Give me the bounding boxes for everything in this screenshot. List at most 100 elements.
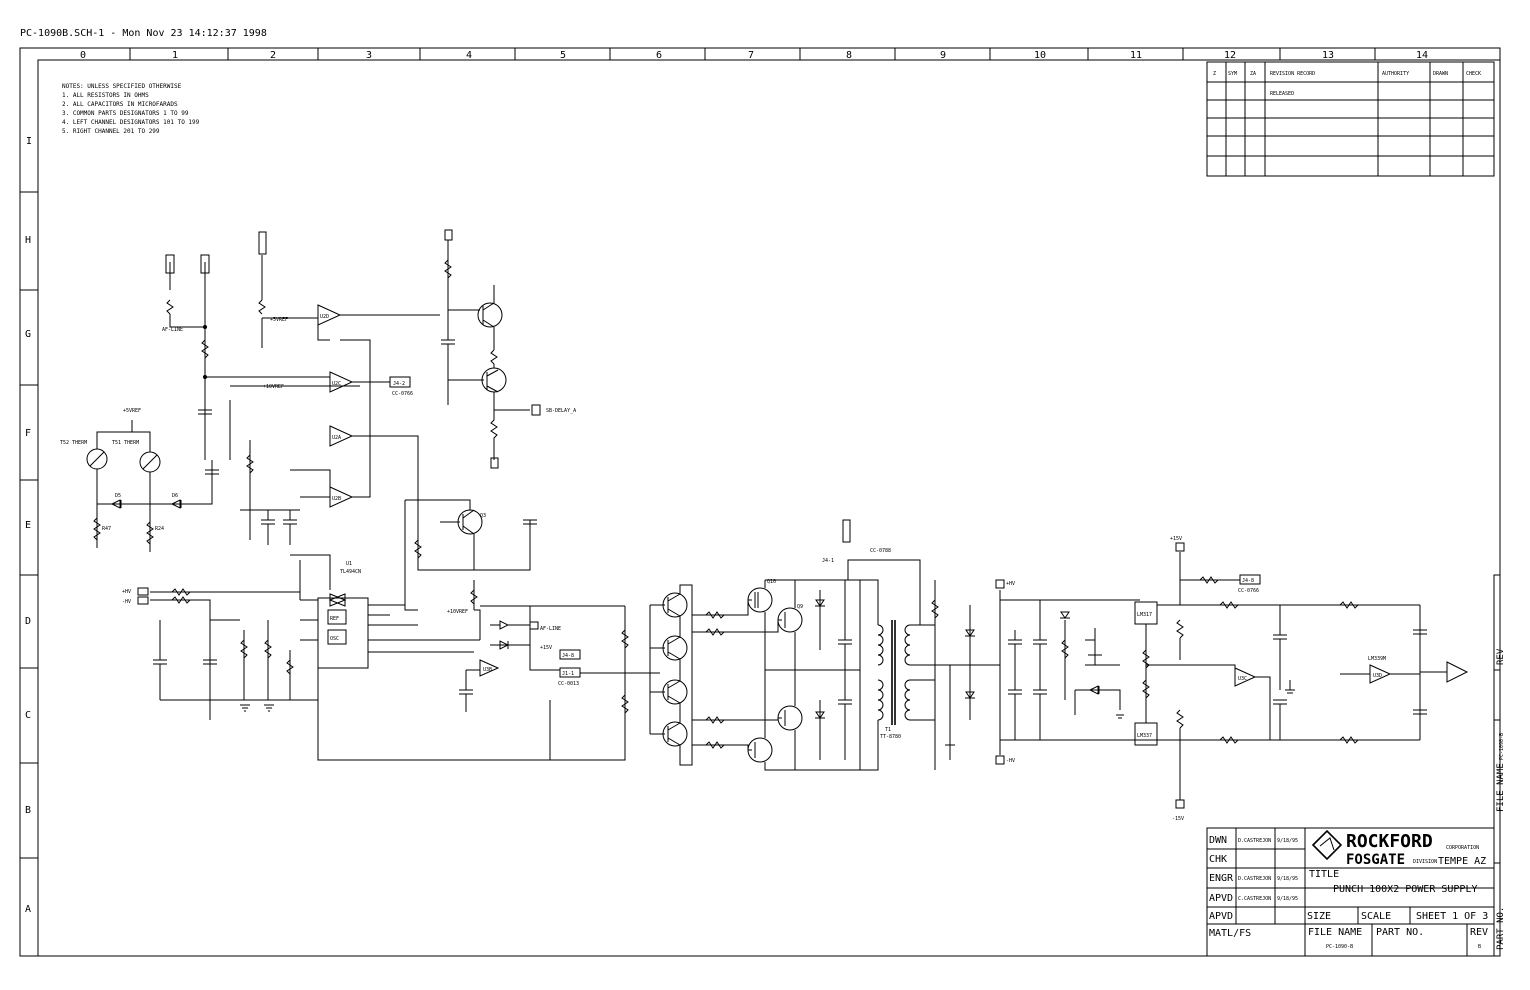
column-label: 13: [1322, 50, 1334, 61]
file-name-label: FILE NAME: [1308, 927, 1362, 938]
rev-entry: RELEASED: [1270, 91, 1294, 97]
company-corporation: CORPORATION: [1446, 845, 1479, 851]
schematic-wiring: T52 THERM T51 THERM R47 R24 D5 D6 +5VREF…: [60, 229, 1469, 822]
label-d6: D6: [172, 493, 178, 499]
transformer-t1: T1 TT-8780: [877, 620, 911, 740]
size-label: SIZE: [1307, 911, 1331, 922]
column-label: 7: [748, 50, 754, 61]
label-t52: T52 THERM: [60, 440, 87, 446]
label-10vref-2: +10VREF: [447, 609, 468, 615]
dwn-date: 9/18/95: [1277, 838, 1298, 844]
label-cc-0788: CC-0788: [870, 548, 891, 554]
row-label: I: [26, 136, 32, 147]
rev-header: Z: [1213, 71, 1216, 77]
notes-block: NOTES: UNLESS SPECIFIED OTHERWISE 1. ALL…: [62, 83, 200, 135]
ic-u1-tl494: [317, 597, 369, 669]
sheet-border: [19, 47, 1501, 957]
label-15v-ctrl: +15V: [540, 645, 552, 651]
engr-label: ENGR: [1209, 873, 1234, 884]
row-label: D: [25, 616, 31, 627]
file-stamp: PC-1090B.SCH-1 - Mon Nov 23 14:12:37 199…: [20, 28, 267, 39]
apvd-date: 9/18/95: [1277, 896, 1298, 902]
label-r24: R24: [155, 526, 164, 532]
label-lm337: LM337: [1137, 733, 1152, 739]
column-label: 0: [80, 50, 86, 61]
drawing-title: PUNCH 100X2 POWER SUPPLY: [1333, 884, 1478, 895]
label-5vref-g: +5VREF: [270, 317, 288, 323]
rockford-logo: [1311, 829, 1343, 861]
label-q10: Q10: [767, 579, 776, 585]
rev-label: REV: [1470, 927, 1488, 938]
engr-date: 9/18/95: [1277, 876, 1298, 882]
chk-label: CHK: [1209, 854, 1227, 865]
column-label: 1: [172, 50, 178, 61]
opamp-buffer: [1446, 661, 1469, 683]
column-label: 5: [560, 50, 566, 61]
row-label: B: [25, 805, 31, 816]
label-d5: D5: [115, 493, 121, 499]
note-line: 5. RIGHT CHANNEL 201 TO 299: [62, 128, 160, 135]
transistor-q3: [457, 509, 483, 535]
label-5vref: +5VREF: [123, 408, 141, 414]
note-line: 1. ALL RESISTORS IN OHMS: [62, 92, 149, 99]
apvd2-label: APVD: [1209, 911, 1233, 922]
label-lm339: LM339M: [1368, 656, 1386, 662]
label-15v: +15V: [1170, 536, 1182, 542]
column-label: 8: [846, 50, 852, 61]
note-line: 4. LEFT CHANNEL DESIGNATORS 101 TO 199: [62, 119, 200, 126]
note-line: 2. ALL CAPACITORS IN MICROFARADS: [62, 101, 178, 108]
apvd-label: APVD: [1209, 893, 1233, 904]
label-t1-part: TT-8780: [880, 734, 901, 740]
label-ref: REF: [330, 616, 339, 622]
label-lm317: LM317: [1137, 612, 1152, 618]
column-label: 10: [1034, 50, 1046, 61]
label-u3c: U3C: [1238, 676, 1247, 682]
comparator-u2c: [329, 371, 354, 393]
label-cc-0766-right: CC-0766: [1238, 588, 1259, 594]
label-j1-1: J1-1: [562, 671, 574, 677]
label-u1: U1: [346, 561, 352, 567]
side-file-name: FILE NAME: [1496, 763, 1506, 812]
column-label: 11: [1130, 50, 1142, 61]
revision-block: Z SYM ZA REVISION RECORD AUTHORITY DRAWN…: [1206, 61, 1495, 177]
row-label: F: [25, 428, 31, 439]
column-labels: 0 1 2 3 4 5 6 7 8 9 10 11 12 13 14: [80, 50, 1428, 61]
label-cc-0766: CC-0766: [392, 391, 413, 397]
rev-header: ZA: [1250, 71, 1256, 77]
label-hv-rail: +HV: [1006, 581, 1015, 587]
label-af-line: AF-LINE: [162, 327, 183, 333]
column-label: 12: [1224, 50, 1236, 61]
row-labels: I H G F E D C B A: [25, 136, 32, 915]
side-strip: REV FILE NAME PC-1090-B PART NO.: [1493, 574, 1506, 957]
row-label: C: [25, 710, 31, 721]
label-j4-8-right: J4-8: [1242, 578, 1254, 584]
row-label: G: [25, 329, 31, 340]
note-line: 3. COMMON PARTS DESIGNATORS 1 TO 99: [62, 110, 189, 117]
label-u3d: U3D: [1373, 673, 1382, 679]
note-line: NOTES: UNLESS SPECIFIED OTHERWISE: [62, 83, 182, 90]
rev-header: SYM: [1228, 71, 1237, 77]
matl-label: MATL/FS: [1209, 928, 1251, 939]
company-location: TEMPE AZ: [1438, 856, 1486, 867]
label-cc-0013: CC-0013: [558, 681, 579, 687]
comparator-u2a: [329, 425, 354, 447]
label-u2b: U2B: [332, 496, 341, 502]
label-af-line-2: AF-LINE: [540, 626, 561, 632]
label-u3b: U3B: [483, 667, 492, 673]
column-label: 3: [366, 50, 372, 61]
label-hv-neg-rail: -HV: [1006, 758, 1015, 764]
rev-header: CHECK: [1466, 71, 1481, 77]
label-hv-neg-in: -HV: [122, 599, 131, 605]
apvd-name: C.CASTREJON: [1238, 896, 1271, 902]
column-label: 2: [270, 50, 276, 61]
part-no-label: PART NO.: [1376, 927, 1424, 938]
transistor-q18: [481, 367, 507, 393]
label-j4-2: J4-2: [393, 381, 405, 387]
rev-header: REVISION RECORD: [1270, 71, 1315, 77]
label-t51: T51 THERM: [112, 440, 139, 446]
scale-label: SCALE: [1361, 911, 1391, 922]
column-label: 14: [1416, 50, 1428, 61]
file-name-value: PC-1090-B: [1326, 944, 1353, 950]
comparator-u2d: [317, 304, 342, 326]
